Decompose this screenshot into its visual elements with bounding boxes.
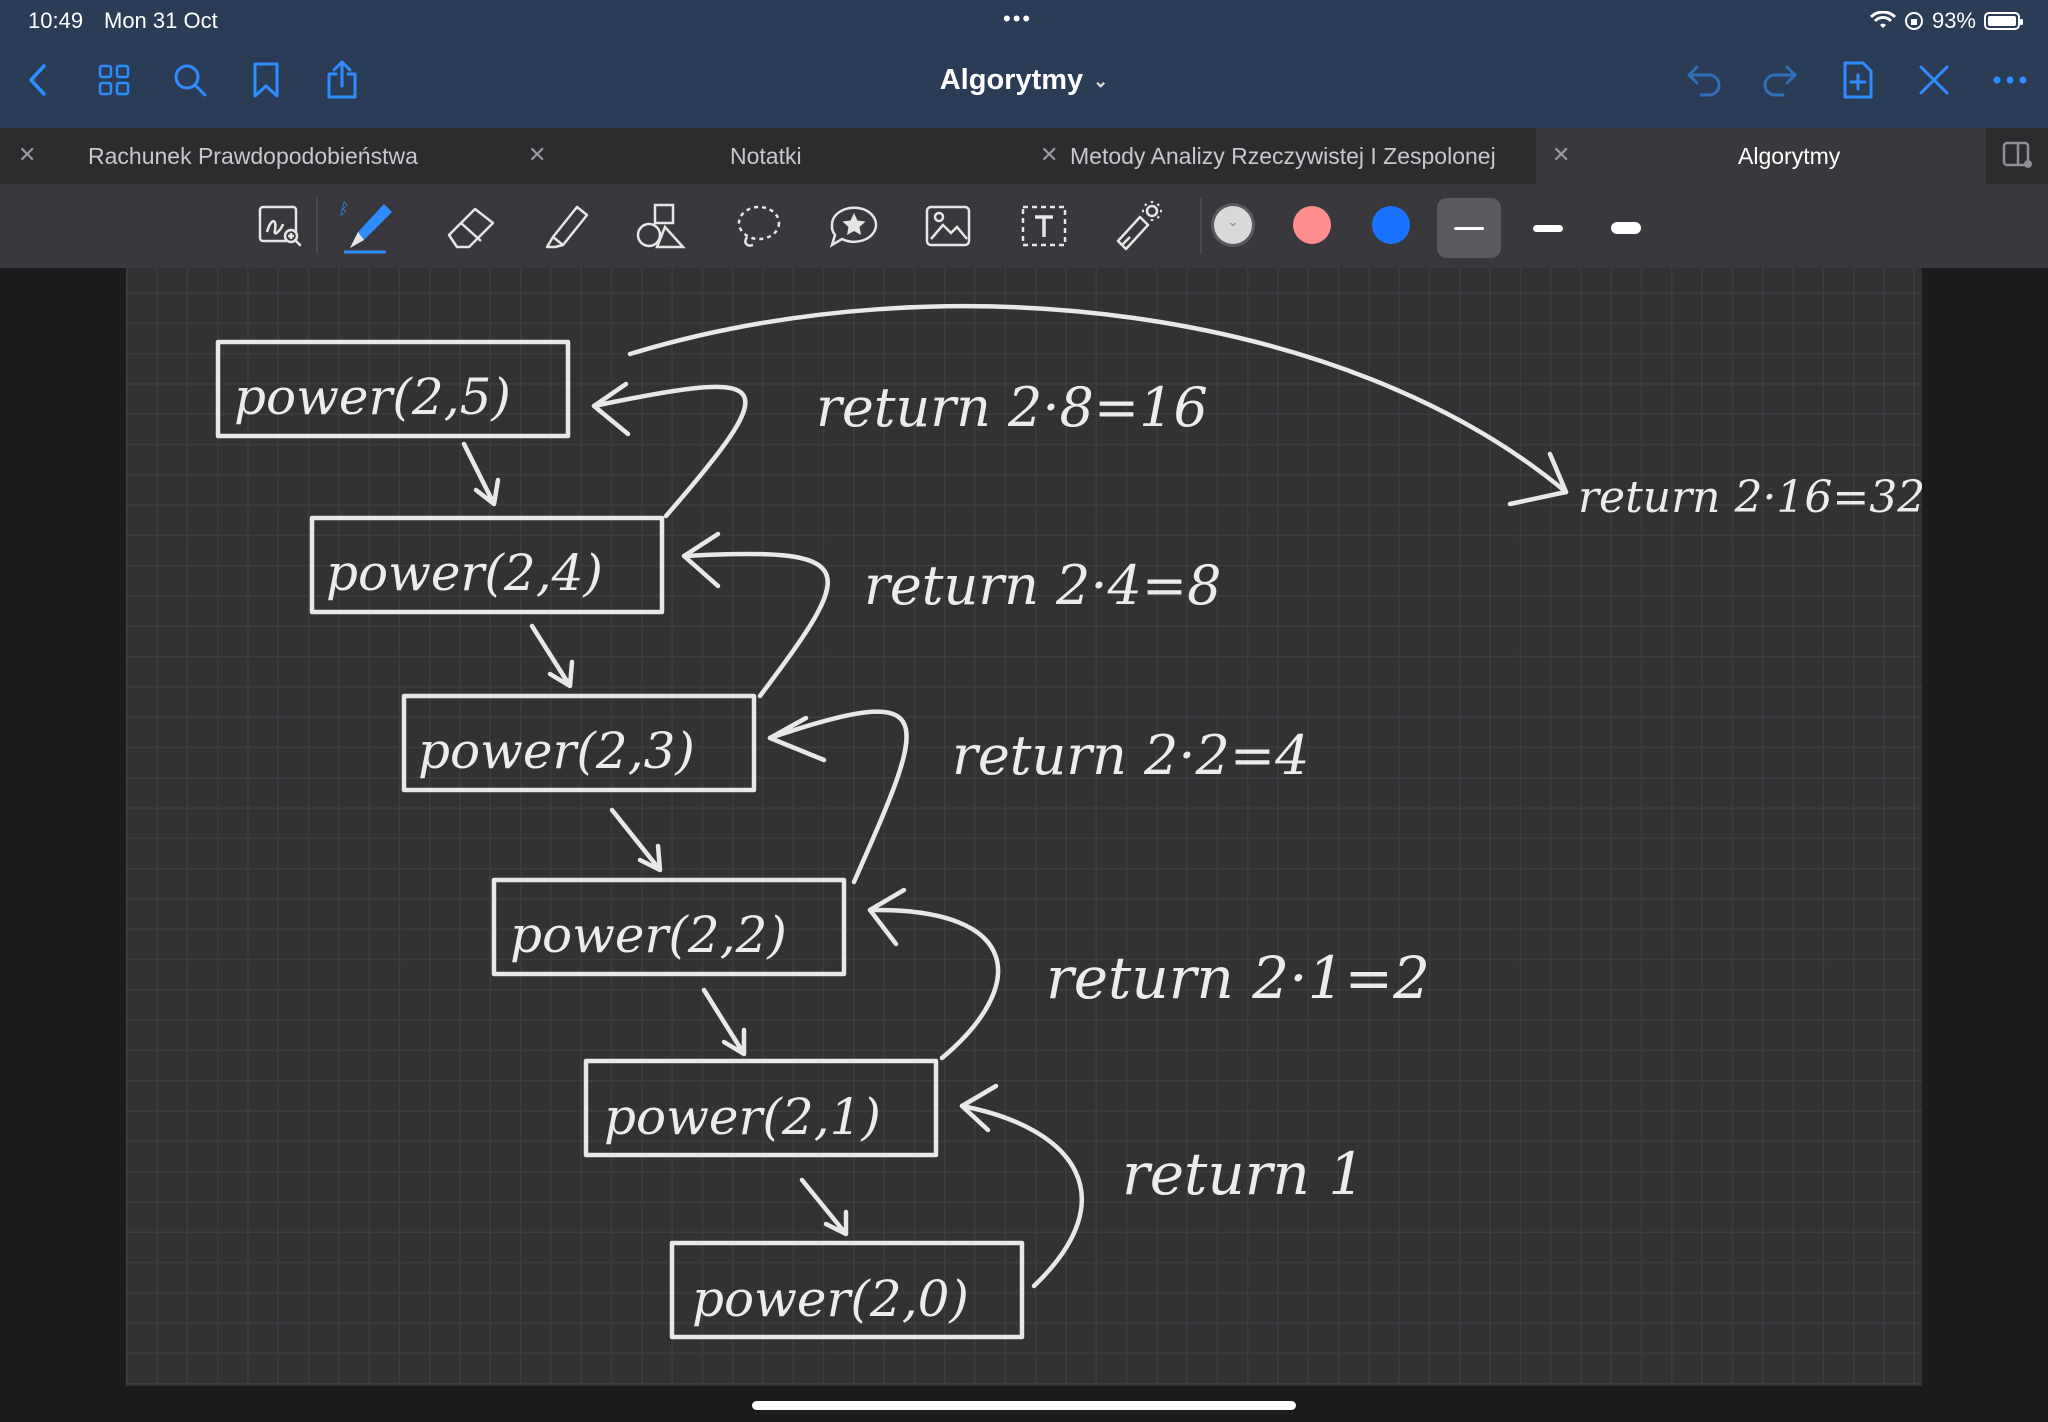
close-tab-icon[interactable]: ✕ (528, 142, 547, 167)
call-box-0 (669, 1240, 1025, 1340)
color-swatch-blue[interactable] (1372, 206, 1410, 244)
stroke-width-thin[interactable] (1437, 198, 1501, 258)
return-label-4: return 2·2=4 (952, 724, 1310, 787)
zoom-window-icon[interactable] (250, 196, 310, 256)
more-options-icon[interactable] (1988, 58, 2032, 102)
pencil-kit-close-icon[interactable] (1912, 58, 1956, 102)
laser-pointer-icon[interactable] (1108, 196, 1168, 256)
return-label-1: return 1 (1122, 1140, 1365, 1208)
status-right: 93% (1869, 8, 2023, 34)
stroke-thick-icon (1611, 222, 1641, 234)
stroke-thin-icon (1454, 226, 1484, 230)
toolbar-divider (316, 198, 318, 254)
tab-metody-analizy[interactable]: ✕ Metody Analizy Rzeczywistej I Zespolon… (1022, 128, 1536, 184)
document-title[interactable]: Algorytmy ⌄ (0, 64, 2048, 97)
wifi-icon (1869, 11, 1896, 28)
call-box-1 (583, 1058, 939, 1158)
redo-icon[interactable] (1758, 58, 1802, 102)
close-tab-icon[interactable]: ✕ (1040, 142, 1059, 167)
text-tool-icon[interactable] (1014, 196, 1074, 256)
elements-sticker-icon[interactable] (824, 196, 884, 256)
svg-text:ᛒ: ᛒ (338, 199, 348, 218)
stroke-width-thick[interactable] (1594, 198, 1658, 258)
call-box-3 (401, 693, 757, 793)
eraser-tool-icon[interactable] (442, 196, 502, 256)
undo-icon[interactable] (1682, 58, 1726, 102)
tab-notatki[interactable]: ✕ Notatki (510, 128, 1022, 184)
toolbar-divider (1200, 198, 1202, 254)
close-tab-icon[interactable]: ✕ (18, 142, 37, 167)
share-icon[interactable] (320, 58, 364, 102)
orientation-lock-icon (1904, 12, 1923, 30)
status-time: 10:49 (28, 8, 84, 33)
handwritten-diagram: power(2,5) power(2,4) power(2,3) power(2… (215, 304, 1922, 1340)
home-indicator[interactable] (752, 1401, 1296, 1410)
tab-label: Algorytmy (1738, 143, 1841, 169)
shapes-tool-icon[interactable] (632, 196, 692, 256)
lasso-tool-icon[interactable] (728, 196, 788, 256)
tab-label: Notatki (730, 143, 802, 169)
status-bar: 10:49 Mon 31 Oct ••• 93% (0, 0, 2048, 40)
status-date: Mon 31 Oct (104, 8, 218, 33)
navigation-bar: Algorytmy ⌄ (0, 40, 2048, 128)
highlighter-tool-icon[interactable] (538, 196, 598, 256)
pen-tool-icon[interactable]: ᛒ (336, 196, 396, 256)
document-tabs: ✕ Rachunek Prawdopodobieństwa ✕ Notatki … (0, 128, 2048, 184)
back-icon[interactable] (16, 58, 60, 102)
tab-rachunek[interactable]: ✕ Rachunek Prawdopodobieństwa (0, 128, 510, 184)
close-tab-icon[interactable]: ✕ (1552, 142, 1571, 167)
return-label-8: return 2·4=8 (864, 554, 1222, 617)
return-label-16: return 2·8=16 (816, 376, 1208, 439)
call-label-5: power(2,5) (234, 368, 511, 426)
call-label-3: power(2,3) (418, 722, 695, 780)
return-label-2: return 2·1=2 (1046, 944, 1430, 1012)
chevron-down-icon: ⌄ (1093, 70, 1109, 91)
sidebar-toggle-icon[interactable] (2002, 140, 2034, 175)
color-swatch-red[interactable] (1293, 206, 1331, 244)
return-arrows (591, 304, 1569, 1289)
battery-icon (1984, 12, 2023, 30)
call-label-0: power(2,0) (692, 1270, 969, 1328)
call-label-2: power(2,2) (510, 906, 787, 964)
image-tool-icon[interactable] (918, 196, 978, 256)
tab-algorytmy[interactable]: ✕ Algorytmy (1536, 128, 1986, 184)
call-box-4 (309, 515, 665, 615)
battery-percent: 93% (1931, 8, 1976, 33)
add-page-icon[interactable] (1836, 58, 1880, 102)
stroke-width-medium[interactable] (1516, 198, 1580, 258)
stroke-medium-icon (1533, 224, 1563, 232)
call-label-4: power(2,4) (326, 544, 603, 602)
bookmark-icon[interactable] (244, 58, 288, 102)
canvas-area[interactable]: power(2,5) power(2,4) power(2,3) power(2… (0, 268, 2048, 1422)
tab-label: Rachunek Prawdopodobieństwa (88, 143, 418, 169)
call-box-2 (491, 877, 847, 977)
call-label-1: power(2,1) (604, 1088, 881, 1146)
tab-label: Metody Analizy Rzeczywistej I Zespolonej (1070, 143, 1496, 169)
search-icon[interactable] (168, 58, 212, 102)
document-title-label: Algorytmy (939, 64, 1084, 96)
thumbnails-grid-icon[interactable] (92, 58, 136, 102)
call-arrows (461, 441, 849, 1237)
return-label-32: return 2·16=32 (1578, 472, 1922, 523)
drawing-toolbar: ᛒ ⌄ (0, 184, 2048, 268)
color-swatch-gray[interactable]: ⌄ (1214, 206, 1252, 244)
note-page[interactable]: power(2,5) power(2,4) power(2,3) power(2… (126, 268, 1922, 1386)
multitasking-dots[interactable]: ••• (1003, 6, 1033, 31)
call-box-5 (215, 339, 571, 439)
chevron-down-icon: ⌄ (1227, 213, 1239, 229)
